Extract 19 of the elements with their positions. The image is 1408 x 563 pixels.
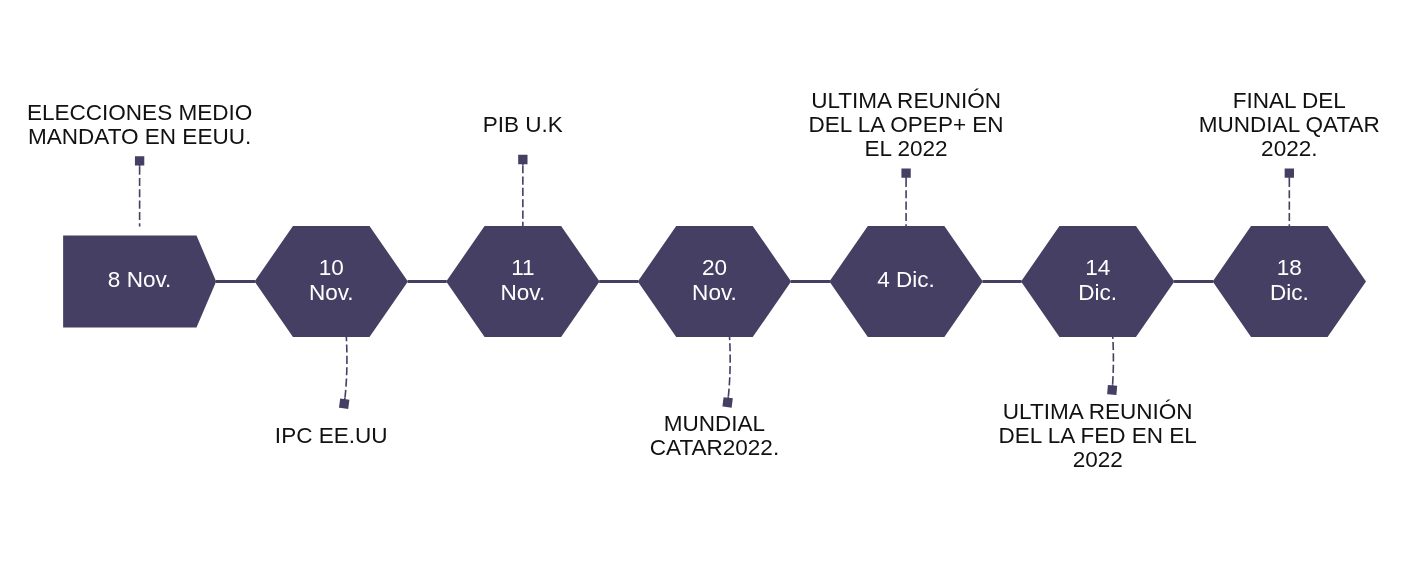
connector (215, 279, 256, 284)
node-text: MUNDIAL CATAR2022. (649, 410, 780, 460)
node-text: ELECCIONES MEDIO MANDATO EN EEUU. (26, 99, 253, 150)
connector (790, 279, 830, 284)
connector (1107, 335, 1118, 395)
node-text: FINAL DEL MUNDIAL QATAR 2022. (1198, 87, 1380, 162)
node-text: ULTIMA REUNIÓN DEL LA OPEP+ EN EL 2022 (808, 87, 1004, 162)
connector (134, 156, 145, 228)
connector (407, 279, 447, 284)
connector (518, 154, 528, 228)
connector (599, 279, 639, 284)
connector (1174, 279, 1214, 284)
connector (901, 168, 911, 228)
connector (722, 335, 733, 408)
node-text: IPC EE.UU (274, 422, 388, 448)
connector (338, 335, 350, 409)
connector (982, 279, 1022, 284)
node-text: ULTIMA REUNIÓN DEL LA FED EN EL 2022 (998, 398, 1197, 472)
node-text: PIB U.K (482, 112, 563, 138)
